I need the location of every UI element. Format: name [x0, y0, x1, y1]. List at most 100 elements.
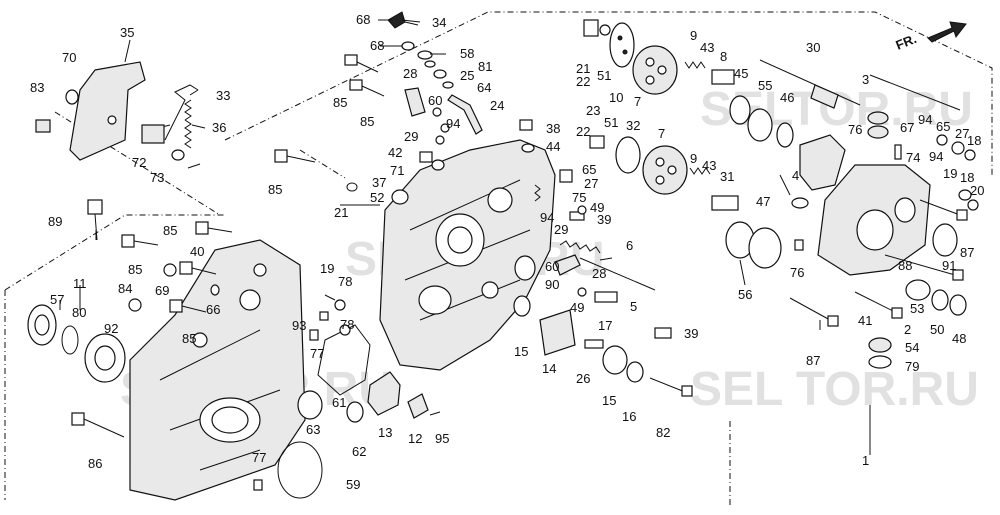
- callout: 67: [900, 120, 914, 135]
- pin-17: [594, 291, 618, 303]
- callout: 36: [212, 120, 226, 135]
- shaft-3: [869, 74, 961, 111]
- callout: 41: [858, 313, 872, 328]
- callout: 46: [780, 90, 794, 105]
- callout: 49: [570, 300, 584, 315]
- bracket-assembly: [35, 61, 201, 169]
- pin-95: [429, 411, 441, 416]
- callout: 39: [597, 212, 611, 227]
- callout: 23: [586, 103, 600, 118]
- callout: 42: [388, 145, 402, 160]
- bracket-35: [69, 61, 146, 161]
- piston-31: [711, 195, 739, 211]
- callout: 9: [690, 151, 697, 166]
- callout: 58: [460, 46, 474, 61]
- callout: 19: [320, 261, 334, 276]
- callout: 44: [546, 139, 560, 154]
- spring-14: [539, 309, 576, 356]
- callout: 75: [572, 190, 586, 205]
- washer-16: [626, 361, 644, 383]
- washer-44: [521, 143, 535, 153]
- left-case: [27, 199, 306, 501]
- collar-94a: [440, 123, 450, 133]
- callout: 43: [700, 40, 714, 55]
- callout: 33: [216, 88, 230, 103]
- bolt-89: [87, 199, 103, 241]
- bolt-40: [179, 261, 217, 275]
- collar-78a: [334, 299, 346, 311]
- washer-66: [210, 284, 220, 296]
- bolt-38: [519, 119, 533, 131]
- callout: 79: [905, 359, 919, 374]
- callout: 27: [584, 176, 598, 191]
- callout: 71: [390, 163, 404, 178]
- washer-45: [729, 95, 751, 125]
- collar-78b: [339, 324, 351, 336]
- callout: 11: [73, 276, 87, 291]
- spring-6: [559, 240, 601, 254]
- callout: 8: [720, 49, 727, 64]
- o-ring-63: [297, 390, 323, 420]
- pin-77b: [253, 479, 263, 491]
- bolt-85e: [349, 79, 385, 97]
- callout: 29: [404, 129, 418, 144]
- callout: 82: [656, 425, 670, 440]
- seal-79: [868, 355, 892, 369]
- nut-25: [433, 69, 447, 79]
- callout: 19: [943, 166, 957, 181]
- pump-parts: [513, 19, 739, 397]
- clip-73: [187, 163, 201, 169]
- callout: 28: [403, 66, 417, 81]
- collar-76a: [794, 239, 804, 251]
- callout: 72: [132, 155, 146, 170]
- bolt-85f: [274, 149, 316, 163]
- clip-34: [387, 11, 419, 29]
- plate-32: [615, 136, 641, 174]
- collar-60: [432, 107, 442, 117]
- bolt-41: [854, 291, 903, 319]
- callout: 91: [942, 258, 956, 273]
- callout: 87: [960, 245, 974, 260]
- callout: 54: [905, 340, 919, 355]
- callout: 21: [334, 205, 348, 220]
- bearing-91: [932, 223, 958, 257]
- rear-case: [129, 239, 306, 501]
- bushing-76b: [867, 111, 889, 125]
- seal-58: [417, 50, 433, 60]
- callout: 40: [190, 244, 204, 259]
- callout: 38: [546, 121, 560, 136]
- lever-33: [164, 84, 199, 141]
- callout: 81: [478, 59, 492, 74]
- callout: 68: [370, 38, 384, 53]
- callout: 52: [370, 190, 384, 205]
- callout: 78: [338, 274, 352, 289]
- callout: 69: [155, 283, 169, 298]
- callout: 13: [378, 425, 392, 440]
- callout: 89: [48, 214, 62, 229]
- valve-24: [447, 94, 483, 135]
- callout: 65: [936, 119, 950, 134]
- shaft-30: [759, 59, 861, 106]
- seal-48: [949, 294, 967, 316]
- bolt-85d: [344, 54, 379, 73]
- bolt-85c: [169, 299, 207, 313]
- o-ring-62: [346, 401, 364, 423]
- pin-26: [584, 339, 604, 349]
- callout: 64: [477, 80, 491, 95]
- front-arrow-label: FR.: [894, 31, 919, 53]
- callout: 25: [460, 68, 474, 83]
- washer-49a: [577, 205, 587, 215]
- shaft-5: [579, 257, 656, 291]
- rotor-7b: [642, 145, 688, 195]
- shaft-28: [404, 87, 426, 117]
- seal-20: [967, 199, 979, 211]
- cap-54: [868, 337, 892, 353]
- callout: 15: [602, 393, 616, 408]
- bolt-86: [71, 412, 125, 438]
- callout: 31: [720, 169, 734, 184]
- callout: 85: [333, 95, 347, 110]
- callout: 61: [332, 395, 346, 410]
- callout: 80: [72, 305, 86, 320]
- callout: 2: [904, 322, 911, 337]
